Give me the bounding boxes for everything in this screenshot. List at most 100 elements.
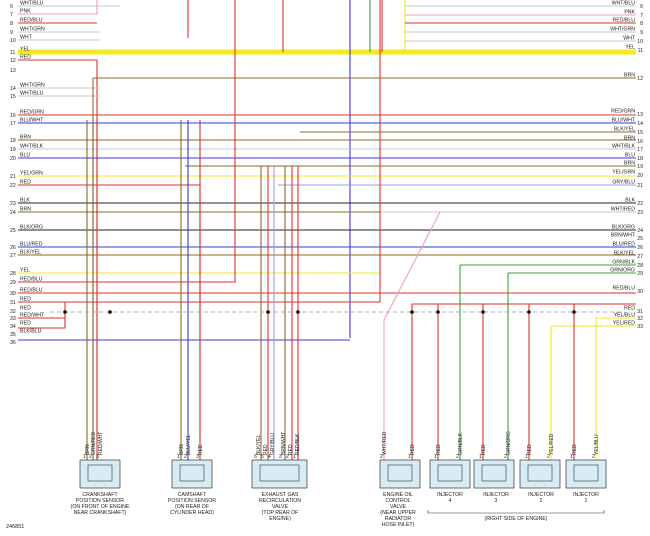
cam-description: (ON REAR OF — [175, 504, 209, 510]
inj2-description: 2 — [540, 498, 543, 504]
oil-wire-label: RED — [410, 444, 416, 455]
right-wire-label: GRY/BLU — [612, 180, 635, 186]
left-pin-number: 6 — [10, 4, 13, 10]
right-wire-label: BRN — [624, 73, 635, 79]
right-pin-number: 11 — [638, 48, 643, 54]
egr-pin-number: 3 — [279, 454, 282, 460]
egr-connector — [251, 459, 308, 489]
cam-wire-label: RED — [198, 444, 204, 455]
left-wire-label: WHT/GRN — [20, 83, 45, 89]
oil-pin-number: 1 — [408, 454, 411, 460]
egr-pin-number: 1 — [293, 454, 296, 460]
crank-wire-label: RED/WHT — [98, 432, 104, 455]
right-wire-label: BLK/YEL — [614, 127, 635, 133]
cam-wire-label: BRN — [179, 444, 185, 455]
wire-wht-red-oil — [383, 211, 441, 460]
inj2-title: INJECTOR — [528, 492, 554, 498]
inj3-connector-body — [481, 464, 507, 482]
inj1-wire-label: YEL/BLU — [594, 434, 600, 455]
egr-pin-number: 4 — [268, 454, 271, 460]
cam-connector — [171, 459, 213, 489]
right-pin-number: 7 — [640, 13, 643, 19]
right-pin-number: 22 — [637, 201, 643, 207]
right-pin-number: 17 — [637, 147, 643, 153]
wire-left-7 — [18, 0, 98, 15]
right-pin-number: 26 — [637, 245, 643, 251]
inj3-connector — [473, 459, 515, 489]
crank-connector — [79, 459, 121, 489]
left-wire-label: BLK/ORG — [20, 225, 43, 231]
oil-title: ENGINE OIL — [383, 492, 413, 498]
cam-description: CYLINDER HEAD) — [170, 510, 214, 516]
left-wire-label: BLK/YEL — [20, 250, 41, 256]
cam-connector-body — [179, 464, 205, 482]
right-pin-number: 14 — [637, 121, 643, 127]
egr-wire-label: RED — [263, 444, 269, 455]
inj4-pin-number: 2 — [456, 454, 459, 460]
crank-wire-label: GRN/RED — [91, 432, 97, 455]
right-wire-label: YEL/BLU — [614, 313, 636, 319]
left-pin-number: 25 — [10, 228, 16, 234]
right-pin-number: 9 — [640, 30, 643, 36]
crank-pin-number: 3 — [96, 454, 99, 460]
right-wire-label: BLU/WHT — [612, 118, 636, 124]
left-pin-number: 8 — [10, 21, 13, 27]
wire-red-32 — [18, 301, 66, 329]
splice-dot-8 — [572, 310, 576, 314]
left-pin-number: 27 — [10, 253, 16, 259]
left-pin-number: 36 — [10, 340, 16, 346]
egr-wire-label: RED — [288, 444, 294, 455]
left-pin-number: 17 — [10, 121, 16, 127]
right-pin-number: 24 — [637, 228, 643, 234]
inj4-wire-label: RED — [436, 444, 442, 455]
right-wire-label: GRN/ORG — [610, 268, 635, 274]
inj4-wire-label: GRN/BLK — [458, 432, 464, 455]
left-pin-number: 13 — [10, 68, 16, 74]
cam-title: CAMSHAFT — [178, 492, 207, 498]
wire-red-31r — [411, 303, 636, 460]
splice-dot-2 — [266, 310, 270, 314]
left-wire-label: PNK — [20, 9, 31, 15]
egr-pin-number: 5 — [261, 454, 264, 460]
inj4-connector-body — [437, 464, 463, 482]
crank-wire-label: BRN — [85, 444, 91, 455]
left-wire-label: YEL — [20, 268, 30, 274]
left-wire-label: RED — [20, 297, 31, 303]
left-wire-label: WHT — [20, 35, 33, 41]
splice-dot-0 — [63, 310, 67, 314]
left-pin-number: 9 — [10, 30, 13, 36]
inj1-connector — [565, 459, 607, 489]
right-wire-label: BLU/RED — [613, 242, 636, 248]
injector-group-label: (RIGHT SIDE OF ENGINE) — [484, 516, 547, 522]
inj4-description: 4 — [449, 498, 452, 504]
right-wire-label: BRN — [624, 136, 635, 142]
inj2-wire-label: YEL/RED — [549, 433, 555, 455]
right-pin-number: 12 — [637, 76, 643, 82]
crank-pin-number: 2 — [89, 454, 92, 460]
right-pin-labels: 6WHT/BLU7PNK8RED/BLU9WHT/GRN10WHT11YEL12… — [610, 1, 643, 331]
egr-title: EXHAUST GAS — [262, 492, 299, 498]
inj2-pin-number: 2 — [547, 454, 550, 460]
inj3-wire-label: GRN/ORG — [506, 431, 512, 455]
left-wire-label: RED — [20, 55, 31, 61]
right-wire-label: WHT/BLK — [612, 144, 636, 150]
egr-pin-number: 2 — [286, 454, 289, 460]
inj2-connector — [519, 459, 561, 489]
crank-pin-number: 1 — [83, 454, 86, 460]
splice-dot-6 — [481, 310, 485, 314]
inj3-pin-number: 2 — [504, 454, 507, 460]
right-pin-number: 25 — [637, 236, 643, 242]
left-wire-label: BLU — [20, 153, 30, 159]
egr-wire-label: RED/BLK — [295, 433, 301, 455]
inj3-pin-number: 1 — [479, 454, 482, 460]
splice-dot-3 — [296, 310, 300, 314]
right-pin-number: 23 — [637, 210, 643, 216]
right-wire-label: RED — [624, 306, 635, 312]
inj1-connector-body — [573, 464, 599, 482]
